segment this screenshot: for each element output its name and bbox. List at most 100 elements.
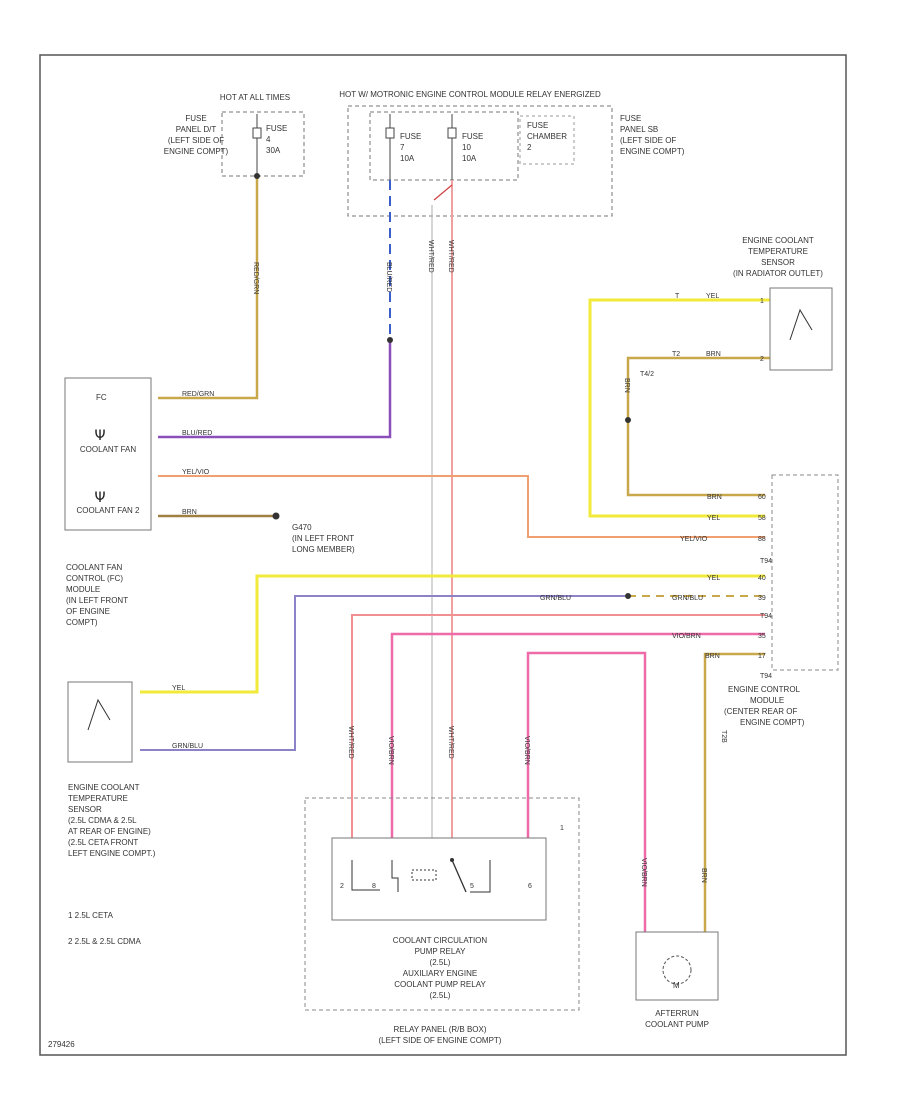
svg-text:40: 40 <box>758 575 766 582</box>
figure-id: 279426 <box>48 1040 75 1049</box>
svg-text:10: 10 <box>462 143 471 152</box>
svg-text:FUSE: FUSE <box>185 114 206 123</box>
splice-blue <box>387 337 393 343</box>
wire-blu-red-fan <box>158 340 392 439</box>
svg-text:COOLANT PUMP: COOLANT PUMP <box>645 1020 709 1029</box>
relay-coil-icon <box>351 858 491 893</box>
ground-label: G470 (IN LEFT FRONT LONG MEMBER) <box>292 523 355 554</box>
ecm-pin-numbers: 60 58 88 40 39 35 17 <box>758 494 766 660</box>
svg-text:(IN LEFT FRONT: (IN LEFT FRONT <box>292 534 354 543</box>
splice-fuse-4 <box>254 173 260 179</box>
svg-text:4: 4 <box>266 135 271 144</box>
fan-1-icon: Ψ <box>94 428 105 444</box>
svg-text:YEL/VIO: YEL/VIO <box>680 536 708 543</box>
fuse-panel-left-box <box>221 111 305 177</box>
svg-text:7: 7 <box>400 143 405 152</box>
fan-wire-red-grn: RED/GRN <box>182 391 214 398</box>
svg-text:BRN: BRN <box>707 494 722 501</box>
svg-text:8: 8 <box>372 883 376 890</box>
svg-text:PANEL D/T: PANEL D/T <box>176 125 217 134</box>
fan-control-module <box>64 377 152 531</box>
vwire-brn-ect: BRN <box>623 378 630 393</box>
variant-notes: 1 2.5L CETA 2 2.5L & 2.5L CDMA <box>68 911 141 946</box>
vwire-blu-red: BLU/RED <box>385 262 392 292</box>
vwire-relay-a: WHT/RED <box>347 726 354 759</box>
svg-text:(LEFT SIDE OF: (LEFT SIDE OF <box>620 136 676 145</box>
svg-text:39: 39 <box>758 595 766 602</box>
wire-vio-brn-pump <box>526 651 647 940</box>
fan-wire-yel-vio: YEL/VIO <box>182 469 210 476</box>
fuse-4: FUSE 4 30A <box>252 114 287 174</box>
svg-text:RELAY PANEL (R/B BOX): RELAY PANEL (R/B BOX) <box>393 1025 486 1034</box>
svg-text:G470: G470 <box>292 523 312 532</box>
svg-text:FUSE: FUSE <box>462 132 483 141</box>
svg-text:SENSOR: SENSOR <box>68 805 102 814</box>
svg-text:ENGINE COMPT): ENGINE COMPT) <box>740 718 805 727</box>
wire-brn-ect-top <box>626 356 770 497</box>
svg-text:TEMPERATURE: TEMPERATURE <box>68 794 128 803</box>
fuse-panel-left-title: FUSE PANEL D/T (LEFT SIDE OF ENGINE COMP… <box>164 114 229 156</box>
svg-text:PUMP RELAY: PUMP RELAY <box>415 947 466 956</box>
svg-text:YEL: YEL <box>707 575 720 582</box>
svg-text:COOLANT FAN: COOLANT FAN <box>66 563 123 572</box>
ect-bottom-wire-yel: YEL <box>172 685 185 692</box>
svg-text:10A: 10A <box>462 154 477 163</box>
wire-yel-ect-bottom <box>140 574 765 694</box>
wire-grn-blu-ect-bottom <box>140 595 625 751</box>
fuse-group-box <box>369 111 519 181</box>
fan-module-name: COOLANT FAN CONTROL (FC) MODULE (IN LEFT… <box>66 563 128 627</box>
ect-top-wire-brn: BRN <box>706 351 721 358</box>
engine-control-module <box>771 474 839 671</box>
svg-text:2 2.5L & 2.5L CDMA: 2 2.5L & 2.5L CDMA <box>68 937 141 946</box>
svg-text:AUXILIARY ENGINE: AUXILIARY ENGINE <box>403 969 477 978</box>
svg-text:COMPT): COMPT) <box>66 618 98 627</box>
fuse-jumper <box>433 184 453 201</box>
svg-text:ENGINE COMPT): ENGINE COMPT) <box>620 147 685 156</box>
ect-sensor-bottom-name: ENGINE COOLANT TEMPERATURE SENSOR (2.5L … <box>68 783 156 858</box>
svg-text:(IN LEFT FRONT: (IN LEFT FRONT <box>66 596 128 605</box>
svg-text:AT REAR OF ENGINE): AT REAR OF ENGINE) <box>68 827 151 836</box>
vwire-pump-a: VIO/BRN <box>640 858 647 887</box>
svg-text:35: 35 <box>758 633 766 640</box>
svg-text:COOLANT PUMP RELAY: COOLANT PUMP RELAY <box>394 980 486 989</box>
svg-text:ENGINE COOLANT: ENGINE COOLANT <box>742 236 814 245</box>
svg-text:2: 2 <box>527 143 532 152</box>
svg-text:GRN/BLU: GRN/BLU <box>672 595 703 602</box>
svg-text:GRN/BLU: GRN/BLU <box>540 595 571 602</box>
svg-text:VIO/BRN: VIO/BRN <box>672 633 701 640</box>
svg-text:MODULE: MODULE <box>750 696 784 705</box>
ect-sensor-bottom-box <box>67 681 133 763</box>
svg-text:1 2.5L CETA: 1 2.5L CETA <box>68 911 114 920</box>
diagram-frame <box>39 54 847 1056</box>
svg-text:LONG MEMBER): LONG MEMBER) <box>292 545 355 554</box>
svg-text:60: 60 <box>758 494 766 501</box>
fuse-panel-right-title: FUSE PANEL SB (LEFT SIDE OF ENGINE COMPT… <box>620 114 685 156</box>
vwire-pump-b: BRN <box>700 868 707 883</box>
svg-text:BRN: BRN <box>705 653 720 660</box>
ecm-connector-a: T94 <box>760 558 772 565</box>
fuse-chamber-label: FUSE CHAMBER 2 <box>527 121 567 152</box>
ect-top-pin-2: 2 <box>760 356 764 363</box>
svg-text:ENGINE CONTROL: ENGINE CONTROL <box>728 685 801 694</box>
svg-text:FUSE: FUSE <box>527 121 548 130</box>
svg-text:(2.5L CETA FRONT: (2.5L CETA FRONT <box>68 838 138 847</box>
ecm-connector-b: T94 <box>760 613 772 620</box>
splice-brn-ect <box>625 417 631 423</box>
ecm-name: ENGINE CONTROL MODULE (CENTER REAR OF EN… <box>724 685 805 727</box>
vwire-t2b: T2B <box>720 730 727 743</box>
ect-sensor-top-title: ENGINE COOLANT TEMPERATURE SENSOR (IN RA… <box>733 236 823 278</box>
fuse-10: FUSE 10 10A <box>447 114 483 180</box>
svg-text:LEFT ENGINE COMPT.): LEFT ENGINE COMPT.) <box>68 849 156 858</box>
svg-text:ENGINE COOLANT: ENGINE COOLANT <box>68 783 140 792</box>
ect-sensor-top-box <box>769 287 833 371</box>
ecm-wire-labels: BRN YEL YEL/VIO YEL GRN/BLU GRN/BLU VIO/… <box>540 494 722 660</box>
ect-top-pin-1: 1 <box>760 298 764 305</box>
svg-text:ENGINE COMPT): ENGINE COMPT) <box>164 147 229 156</box>
relay-pin-numbers: 2 8 5 6 <box>340 883 532 890</box>
svg-text:CONTROL (FC): CONTROL (FC) <box>66 574 123 583</box>
svg-text:6: 6 <box>528 883 532 890</box>
svg-text:FUSE: FUSE <box>400 132 421 141</box>
vwire-wht-red-a: WHT/RED <box>427 240 434 273</box>
ect-top-conn-pin-b: T2 <box>672 351 680 358</box>
wire-vio-brn-ecm <box>390 632 765 860</box>
